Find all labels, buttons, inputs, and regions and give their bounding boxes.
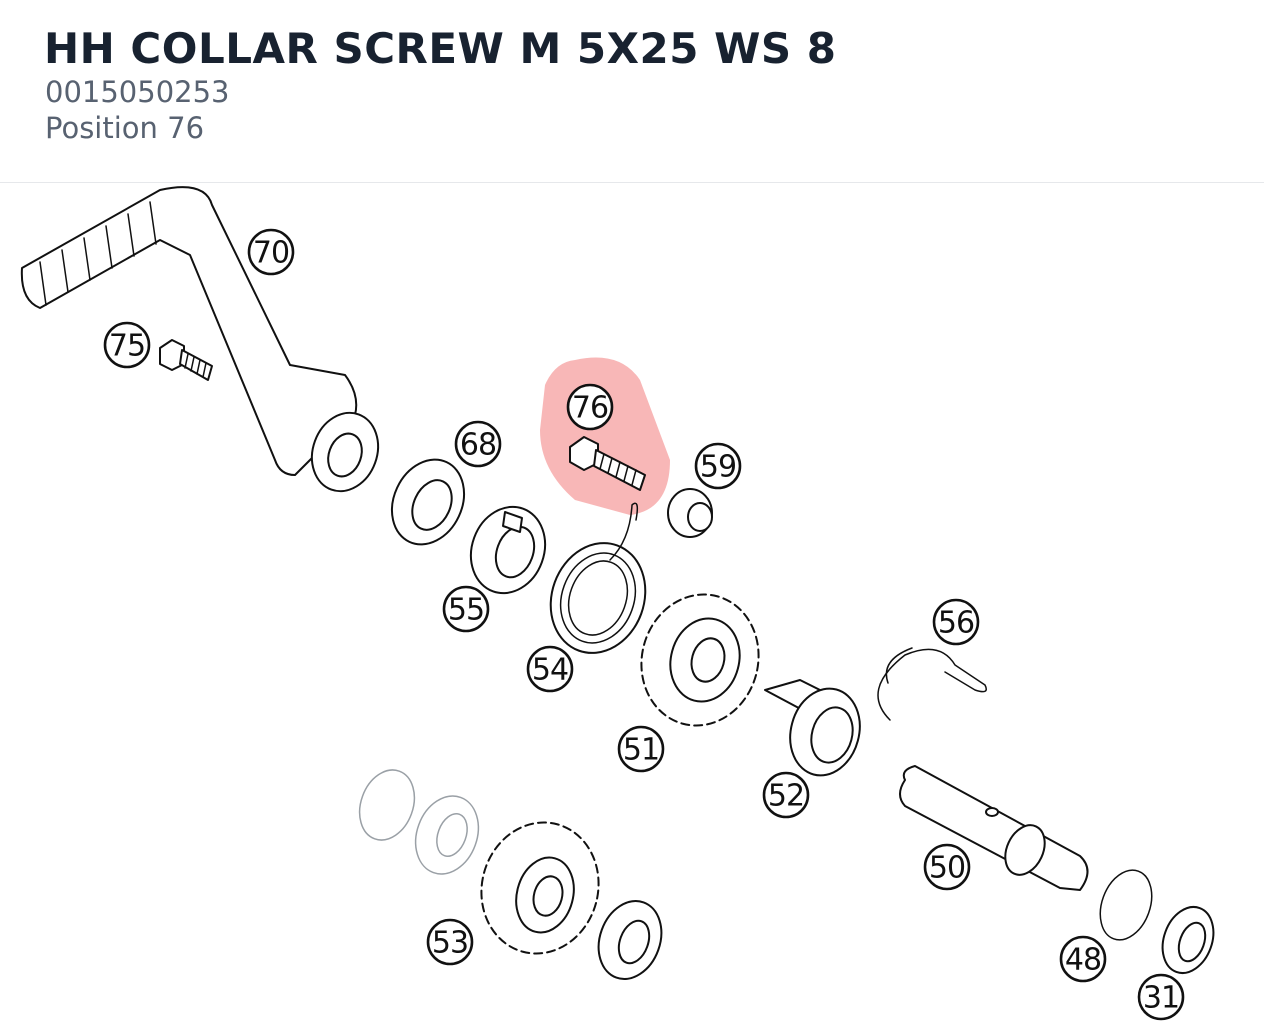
svg-text:52: 52 [768, 779, 804, 814]
svg-text:56: 56 [938, 606, 974, 641]
exploded-parts-diagram: 70 75 76 68 59 55 54 56 51 52 50 53 48 3… [20, 186, 1215, 1021]
part-title: HH COLLAR SCREW M 5X25 WS 8 [44, 24, 837, 73]
callout-51[interactable]: 51 [617, 725, 665, 773]
callout-59[interactable]: 59 [694, 442, 742, 490]
svg-text:76: 76 [572, 391, 608, 426]
callout-68[interactable]: 68 [454, 420, 502, 468]
collar-screw-76-part [569, 436, 646, 491]
callout-75[interactable]: 75 [103, 321, 151, 369]
svg-text:70: 70 [253, 236, 289, 271]
part-position: Position 76 [45, 111, 205, 145]
ratchet-52-part [764, 679, 861, 777]
svg-text:54: 54 [532, 653, 568, 688]
callout-31[interactable]: 31 [1137, 973, 1185, 1021]
callout-76-highlighted[interactable]: 76 [566, 383, 614, 431]
part-number: 0015050253 [45, 75, 230, 109]
kick-shaft-50-part [899, 765, 1089, 891]
idler-gear-53-part [480, 821, 600, 955]
faded-retaining-parts [358, 769, 480, 875]
svg-text:59: 59 [700, 450, 736, 485]
circlip-56-part [877, 647, 987, 721]
callout-55[interactable]: 55 [442, 585, 490, 633]
callout-52[interactable]: 52 [762, 771, 810, 819]
callout-56[interactable]: 56 [932, 598, 980, 646]
split-ring-55-part [469, 505, 547, 595]
part-header: HH COLLAR SCREW M 5X25 WS 8 0015050253 P… [0, 0, 1264, 183]
svg-text:50: 50 [929, 851, 965, 886]
svg-text:51: 51 [623, 733, 659, 768]
callout-54[interactable]: 54 [526, 645, 574, 693]
callout-70[interactable]: 70 [247, 228, 295, 276]
screw-75-part [159, 339, 213, 381]
svg-text:48: 48 [1065, 943, 1101, 978]
svg-text:31: 31 [1143, 981, 1179, 1016]
svg-text:75: 75 [109, 329, 145, 364]
bushing-59-part [667, 488, 713, 538]
kick-lever-part [20, 186, 380, 493]
svg-text:53: 53 [432, 926, 468, 961]
kick-gear-51-part [640, 593, 760, 727]
washers-part [597, 869, 1215, 980]
callout-48[interactable]: 48 [1059, 935, 1107, 983]
callout-50[interactable]: 50 [923, 843, 971, 891]
kick-spring-54-part [549, 502, 647, 654]
callout-53[interactable]: 53 [426, 918, 474, 966]
svg-text:55: 55 [448, 593, 484, 628]
seal-ring-68-part [391, 458, 465, 546]
svg-text:68: 68 [460, 428, 496, 463]
highlight-zone [540, 357, 670, 515]
